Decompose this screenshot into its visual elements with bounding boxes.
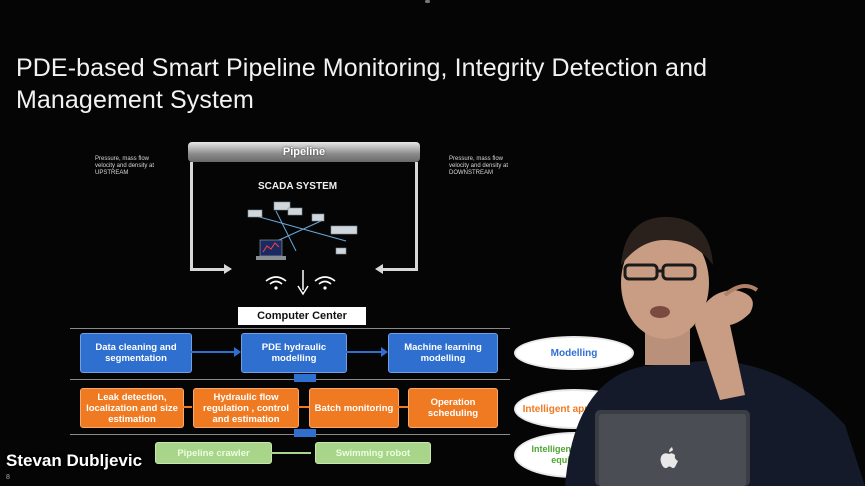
arrow (191, 351, 235, 353)
upstream-note: Pressure, mass flow velocity and density… (95, 156, 155, 176)
machine-learning-modelling-box: Machine learning modelling (388, 333, 498, 373)
downstream-note: Pressure, mass flow velocity and density… (449, 156, 509, 176)
connector (294, 429, 316, 437)
operation-scheduling-box: Operation scheduling (408, 388, 498, 428)
computer-center-box: Computer Center (238, 307, 366, 325)
downstream-arrow-head (375, 264, 383, 274)
arrow (397, 406, 408, 408)
apple-logo-icon (660, 447, 678, 469)
presenter-video (565, 216, 865, 486)
divider-top (70, 328, 510, 329)
window-dot (425, 0, 430, 3)
arrow (182, 406, 192, 408)
divider-bottom (70, 434, 510, 435)
down-arrow-icon (297, 270, 309, 296)
arrow-head (234, 347, 241, 357)
pipeline-bar: Pipeline (188, 142, 420, 162)
arrow (271, 452, 311, 454)
scada-network-icon (247, 201, 358, 260)
wifi-icon (314, 276, 336, 290)
swimming-robot-box: Swimming robot (315, 442, 431, 464)
batch-monitoring-box: Batch monitoring (309, 388, 399, 428)
modelling-cloud: Modelling (516, 338, 632, 368)
divider-middle (70, 379, 510, 380)
arrow (297, 406, 309, 408)
participant-name: Stevan Dubljevic (6, 451, 143, 470)
arrow (346, 351, 382, 353)
upstream-flow-line (190, 162, 193, 270)
upstream-flow-line-bottom (190, 268, 226, 271)
downstream-flow-line (415, 162, 418, 270)
hydraulic-flow-regulation-box: Hydraulic flow regulation , control and … (193, 388, 299, 428)
participant-sub-label: 8 (6, 474, 10, 481)
data-cleaning-box: Data cleaning and segmentation (80, 333, 192, 373)
slide-title: PDE-based Smart Pipeline Monitoring, Int… (16, 54, 708, 114)
leak-detection-box: Leak detection, localization and size es… (80, 388, 184, 428)
upstream-arrow-head (224, 264, 232, 274)
scada-label: SCADA SYSTEM (258, 181, 338, 192)
wifi-icon (265, 276, 287, 290)
arrow-head (381, 347, 388, 357)
downstream-flow-line-bottom (382, 268, 418, 271)
pipeline-crawler-box: Pipeline crawler (155, 442, 272, 464)
pde-hydraulic-modelling-box: PDE hydraulic modelling (241, 333, 347, 373)
connector (294, 374, 316, 382)
